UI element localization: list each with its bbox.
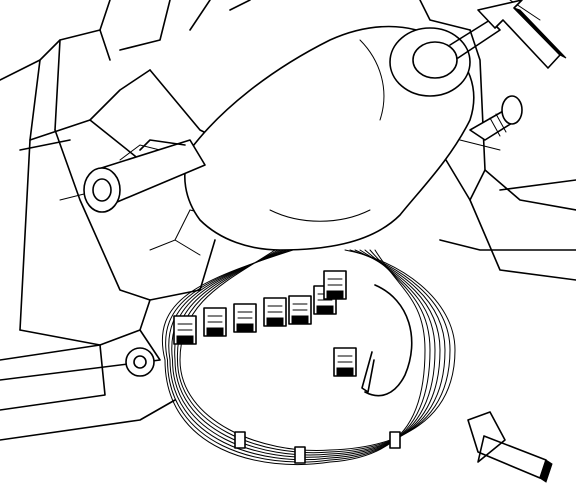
harness-strand [168,249,436,461]
terminal-probe [361,351,375,393]
harness-connector [333,347,357,377]
ground-wire [364,284,413,397]
mounting-nut [125,347,155,377]
wiring-harness [161,249,456,465]
tilt-lever-bolt [469,95,523,141]
steering-column-shroud [184,19,501,251]
hollow-arrow-icon [477,0,567,69]
harness-connector [233,303,257,333]
connector-group [173,270,375,393]
multifunction-lever [83,139,206,213]
harness-connector [173,315,197,345]
harness-connector [203,307,227,337]
harness-strand [165,249,431,463]
dashboard-frame [0,0,251,441]
column-support-bracket [419,0,576,281]
cable-tie [294,446,306,464]
cable-tie [389,431,401,449]
harness-strand [161,249,426,465]
harness-connector [263,297,287,327]
cable-tie [234,431,246,449]
harness-connector [288,295,312,325]
hollow-arrow-icon [467,411,553,483]
harness-connector [323,270,347,300]
